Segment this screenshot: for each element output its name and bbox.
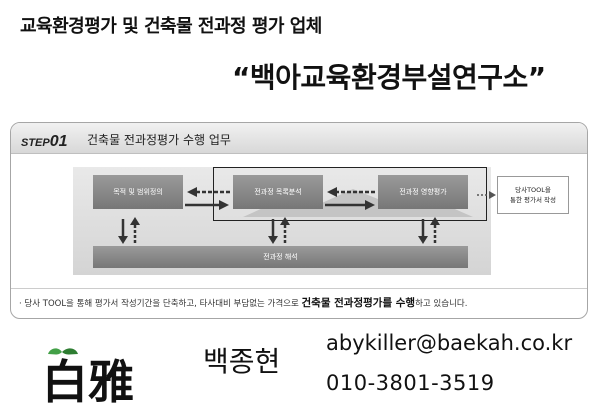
panel-divider bbox=[11, 288, 587, 289]
footer-text-bold: 건축물 전과정평가를 수행 bbox=[301, 297, 416, 309]
contact-phone[interactable]: 010-3801-3519 bbox=[326, 371, 495, 395]
process-diagram: 목적 및 범위정의 전과정 목록분석 전과정 영향평가 전과정 해석 bbox=[73, 167, 491, 275]
tool-note-line2: 통한 평가서 작성 bbox=[510, 196, 556, 204]
purpose-scope-box: 목적 및 범위정의 bbox=[93, 175, 183, 209]
contact-email[interactable]: abykiller@baekah.co.kr bbox=[326, 331, 573, 355]
step-panel: STEP01 건축물 전과정평가 수행 업무 목적 및 범위정의 전과정 목록분… bbox=[10, 122, 588, 319]
panel-header: STEP01 건축물 전과정평가 수행 업무 bbox=[11, 123, 587, 154]
company-tagline: 교육환경평가 및 건축물 전과정 평가 업체 bbox=[20, 16, 322, 37]
footer-text-start: · 당사 TOOL을 통해 평가서 작성기간을 단축하고, 타사대비 부담없는 … bbox=[19, 299, 302, 309]
step-title: 건축물 전과정평가 수행 업무 bbox=[87, 133, 231, 147]
tool-note-box: 당사TOOL을 통한 평가서 작성 bbox=[497, 176, 569, 214]
dashed-arrow-to-tool bbox=[477, 191, 496, 199]
mountain-silhouette bbox=[243, 189, 473, 217]
highlight-frame bbox=[213, 167, 487, 221]
footer-text-end: 하고 있습니다. bbox=[415, 299, 468, 309]
tool-note-line1: 당사TOOL을 bbox=[515, 185, 551, 194]
step-tag-number: 01 bbox=[49, 133, 68, 150]
contact-name: 백종현 bbox=[203, 345, 281, 378]
interpretation-box: 전과정 해석 bbox=[93, 246, 468, 268]
panel-footer-text: · 당사 TOOL을 통해 평가서 작성기간을 단축하고, 타사대비 부담없는 … bbox=[19, 295, 467, 310]
diagram-arrows bbox=[118, 187, 440, 244]
inventory-analysis-box: 전과정 목록분석 bbox=[233, 175, 323, 209]
arrow-head-left-1 bbox=[187, 187, 197, 197]
svg-text:白雅: 白雅 bbox=[42, 355, 134, 406]
arrow-head-left-2 bbox=[327, 187, 337, 197]
organization-name: “백아교육환경부설연구소” bbox=[232, 61, 546, 94]
impact-assessment-box: 전과정 영향평가 bbox=[378, 175, 468, 209]
step-tag: STEP01 bbox=[21, 133, 68, 151]
step-tag-prefix: STEP bbox=[21, 137, 50, 149]
baekah-logo: 白雅 bbox=[42, 348, 134, 406]
